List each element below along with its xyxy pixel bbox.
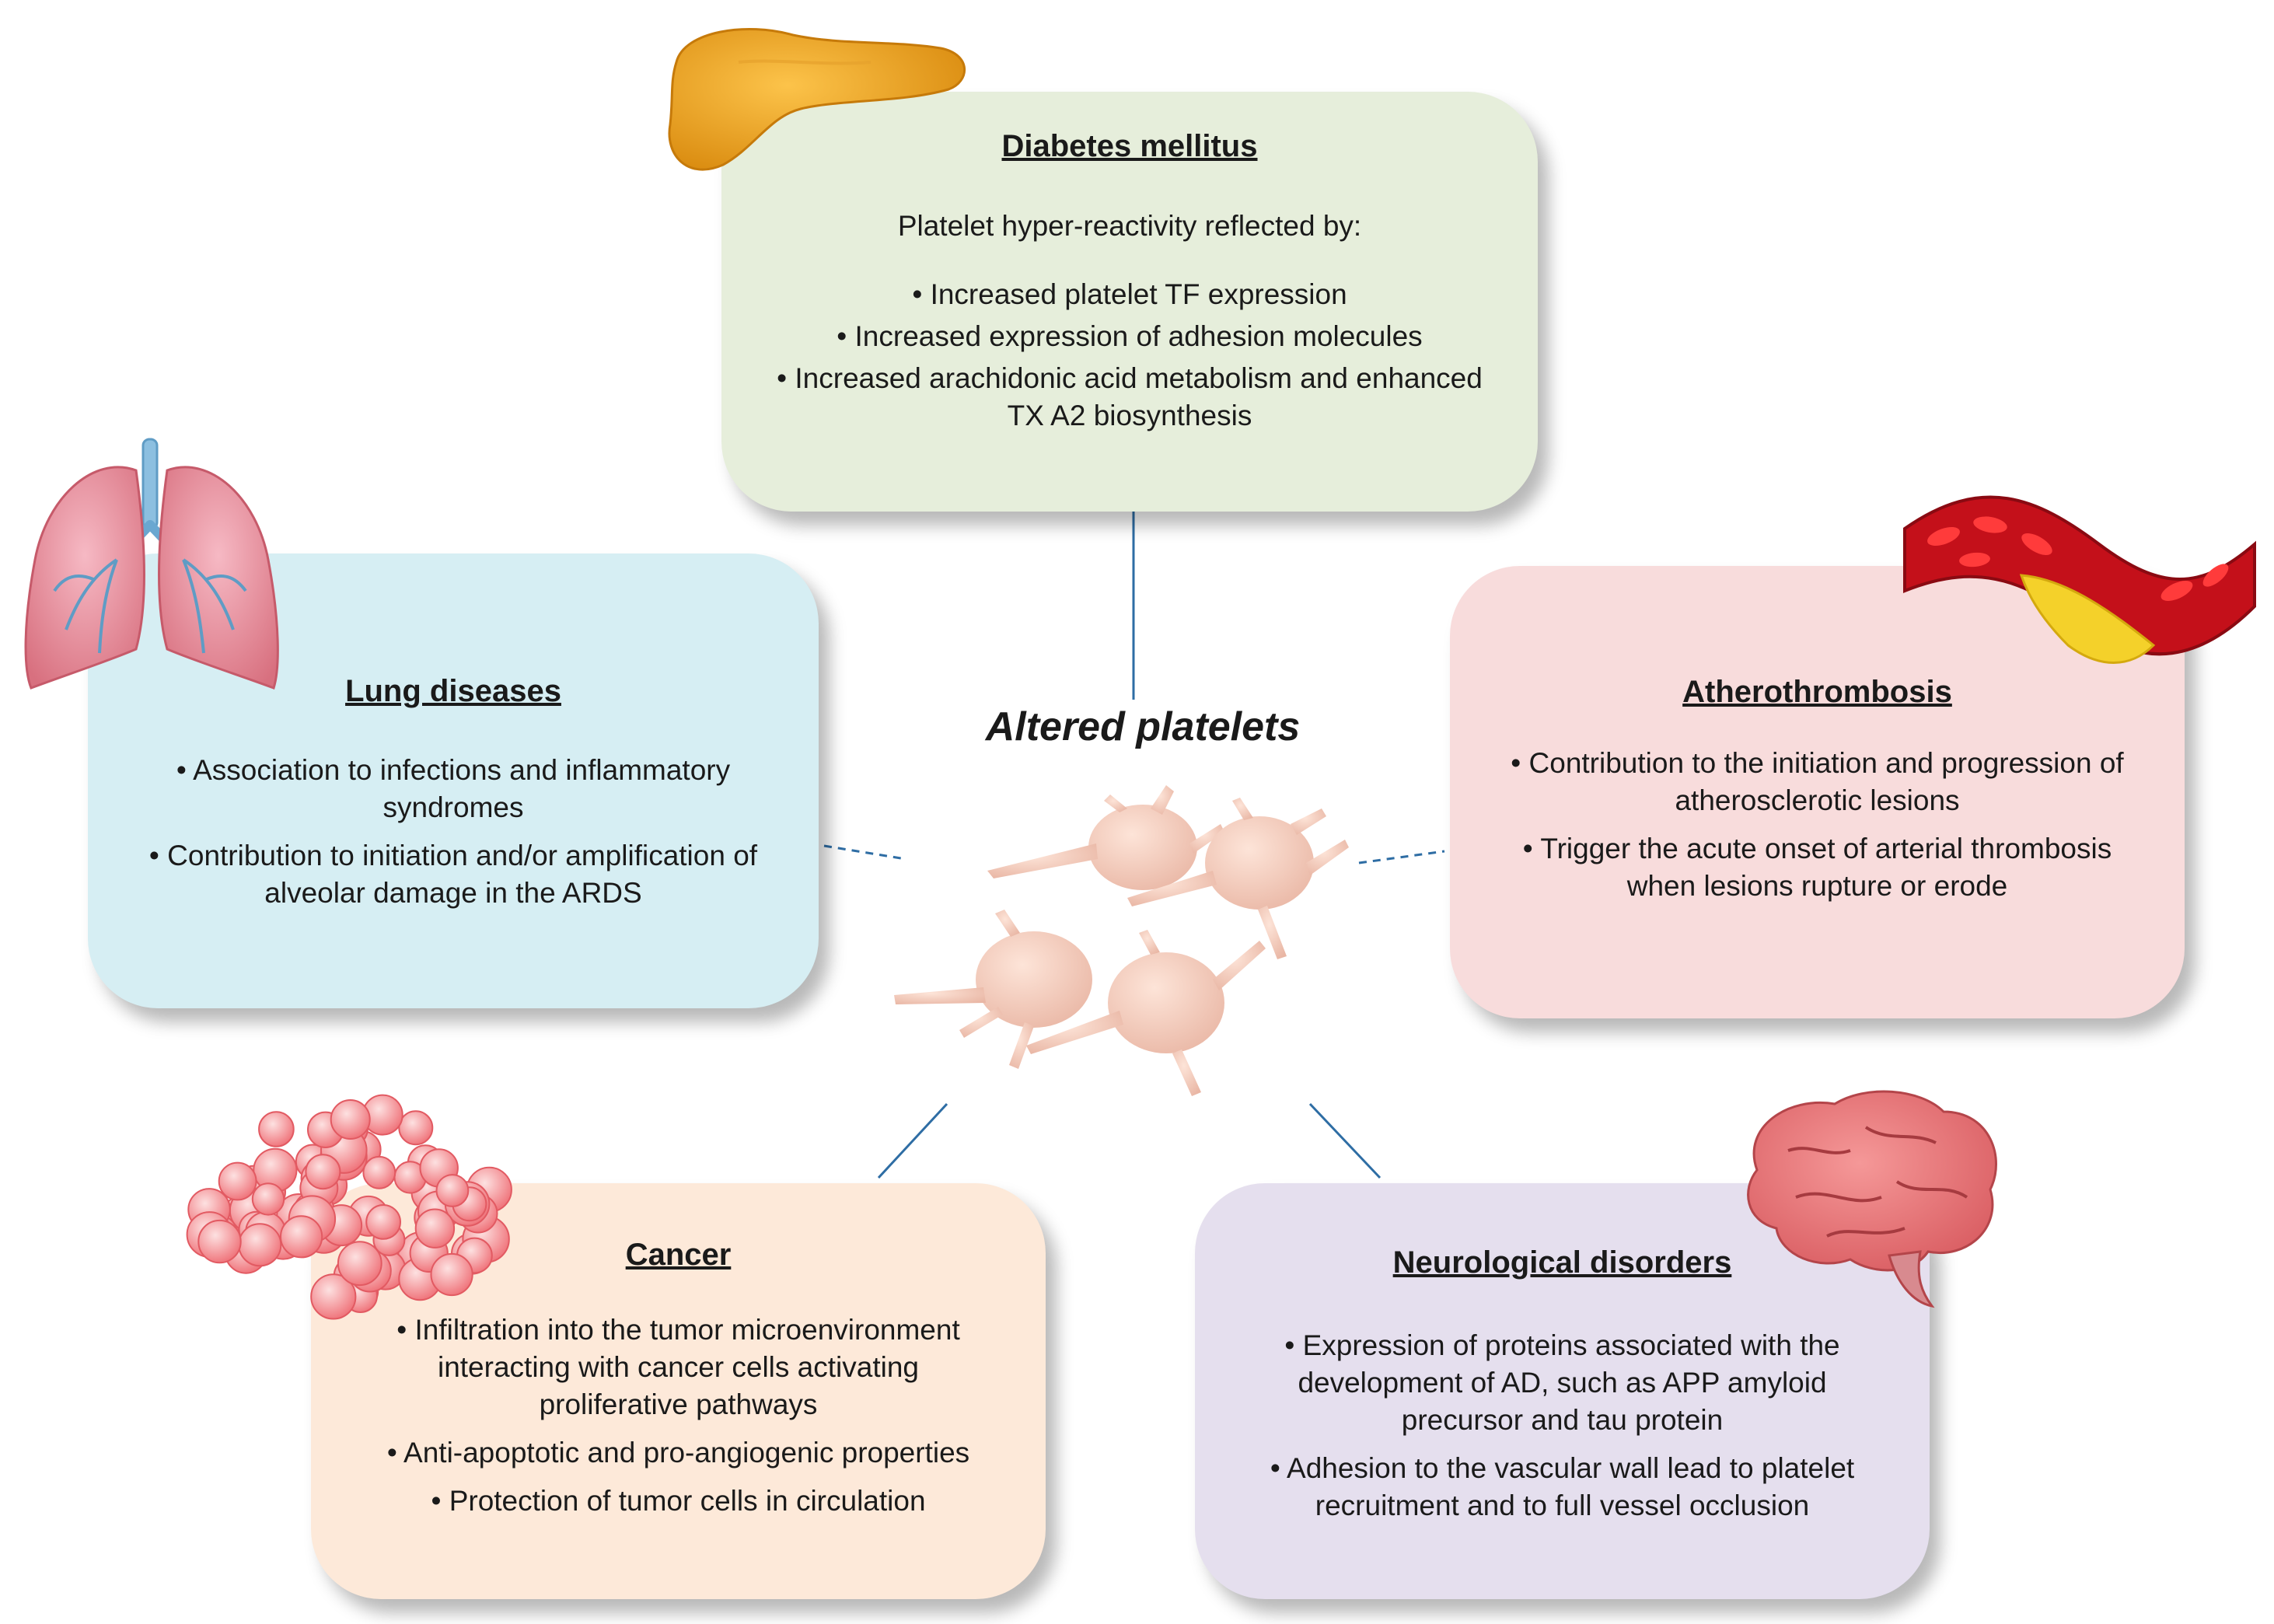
connector-cancer [877,1102,948,1179]
lungs-icon [24,438,279,690]
list-item: Infiltration into the tumor microenviron… [342,1311,1015,1423]
blood-vessel-icon [1903,495,2256,664]
diabetes-intro: Platelet hyper-reactivity reflected by: [897,210,1362,242]
brain-icon [1747,1090,1997,1308]
diabetes-title: Diabetes mellitus [1001,129,1258,163]
tumor-cells-icon [186,1094,512,1320]
platelet [894,910,1092,1069]
list-item: Contribution to initiation and/or amplif… [119,837,788,912]
platelet [1127,798,1349,959]
tumor-cell [337,1241,382,1287]
lung-list: Association to infections and inflammato… [119,752,788,912]
list-item: Association to infections and inflammato… [119,752,788,826]
athero-title: Atherothrombosis [1682,675,1952,709]
cancer-title: Cancer [625,1238,732,1272]
list-item: Expression of proteins associated with t… [1226,1327,1898,1439]
platelet [987,785,1224,890]
lung-title: Lung diseases [345,674,561,708]
list-item: Adhesion to the vascular wall lead to pl… [1226,1450,1898,1524]
list-item: Increased platelet TF expression [753,276,1507,313]
connector-athero [1358,850,1445,864]
athero-list: Contribution to the initiation and progr… [1481,745,2153,905]
tumor-cell [435,1174,470,1207]
tumor-cell [238,1223,282,1267]
connector-neuro [1308,1102,1382,1179]
diabetes-list: Increased platelet TF expression Increas… [753,276,1507,435]
tumor-cell [362,1155,396,1189]
tumor-cell [280,1215,323,1259]
list-item: Increased expression of adhesion molecul… [753,318,1507,355]
platelet [1026,930,1266,1096]
cancer-list: Infiltration into the tumor microenviron… [342,1311,1015,1520]
tumor-cell [258,1111,295,1147]
platelets-icon [894,785,1349,1096]
neuro-list: Expression of proteins associated with t… [1226,1327,1898,1524]
diabetes-box: Diabetes mellitus Platelet hyper-reactiv… [721,92,1538,512]
tumor-cell [430,1252,473,1297]
list-item: Protection of tumor cells in circulation [342,1483,1015,1520]
list-item: Trigger the acute onset of arterial thro… [1481,830,2153,905]
tumor-cell [398,1110,434,1146]
tumor-cell [305,1154,341,1190]
list-item: Anti-apoptotic and pro-angiogenic proper… [342,1434,1015,1472]
pancreas-icon [668,28,966,171]
tumor-cell [310,1273,357,1320]
tumor-cell [414,1208,456,1249]
atherothrombosis-box: Atherothrombosis Contribution to the ini… [1450,566,2185,1018]
tumor-cell [197,1219,242,1264]
tumor-cell [218,1161,257,1201]
tumor-cell [251,1182,285,1216]
center-title: Altered platelets [985,704,1301,749]
list-item: Contribution to the initiation and progr… [1481,745,2153,819]
tumor-cell [330,1099,371,1140]
neuro-title: Neurological disorders [1392,1245,1732,1280]
list-item: Increased arachidonic acid metabolism an… [753,360,1507,435]
tumor-cell [365,1204,402,1240]
